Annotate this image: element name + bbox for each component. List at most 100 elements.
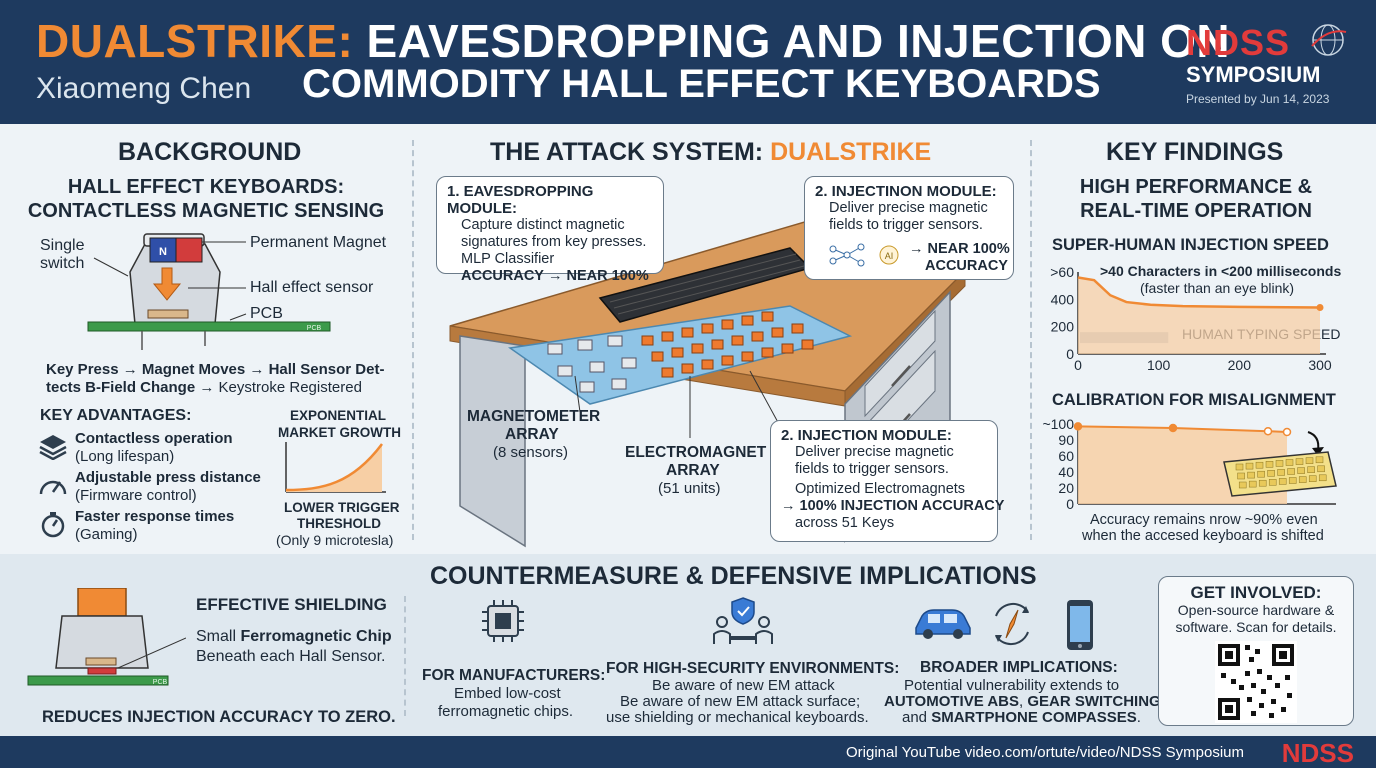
electromagnet-label-3: (51 units) [658, 480, 721, 497]
calibration-note-2: when the accesed keyboard is shifted [1082, 528, 1324, 544]
calib-y-tick: 20 [1058, 480, 1074, 496]
speed-x-tick: 0 [1074, 357, 1082, 373]
findings-sub-1: HIGH PERFORMANCE & [1079, 176, 1313, 198]
keyboard-key [1307, 466, 1315, 473]
shielded-switch-diagram: PCB [27, 588, 186, 686]
high-security-line-3: use shielding or mechanical keyboards. [606, 709, 869, 726]
trigger-label-1: LOWER TRIGGER [284, 500, 400, 515]
keyboard-key [1298, 476, 1307, 483]
pcb-tag: PCB [307, 325, 322, 332]
eavesdropping-line-2: signatures from key presses. [461, 234, 647, 250]
keyboard-key [1317, 465, 1325, 473]
keyboard-key [1288, 477, 1297, 484]
injection-top-line-2: fields to trigger sensors. [829, 217, 983, 233]
globe-network-icon [1311, 24, 1347, 56]
countermeasure-heading: COUNTERMEASURE & DEFENSIVE IMPLICATIONS [430, 562, 1037, 590]
magnetometer-label-3: (8 sensors) [493, 444, 569, 461]
speed-y-tick: 0 [1066, 346, 1074, 362]
keyboard-key [1275, 460, 1284, 467]
injection-line-2: fields to trigger sensors. [795, 461, 949, 477]
calib-line [1077, 425, 1288, 433]
keyboard-key [1318, 474, 1327, 482]
keyboard-key [1258, 479, 1267, 487]
trigger-label-2: THRESHOLD [297, 516, 381, 531]
keyboard-key [1287, 468, 1295, 475]
injection-top-callout: 2. INJECTINON MODULE: Deliver precise ma… [804, 176, 1014, 280]
keyboard-key [1255, 461, 1264, 469]
injection-line-4: → 100% INJECTION ACCURACY [781, 498, 1005, 514]
injection-line-3: Optimized Electromagnets [795, 481, 966, 497]
title-line-1-rest: EAVESDROPPING AND INJECTION ON [366, 15, 1231, 67]
advantage-3-detail: (Gaming) [75, 526, 138, 543]
label-switch: switch [40, 255, 85, 272]
keyboard-key [1257, 470, 1265, 478]
hall-switch-diagram: N PCB [87, 233, 331, 350]
findings-sub-2: REAL-TIME OPERATION [1080, 200, 1312, 222]
injection-line-1: Deliver precise magnetic [795, 444, 954, 460]
qr-code-icon[interactable] [1215, 641, 1297, 723]
injection-top-accuracy-2: ACCURACY [925, 258, 1008, 274]
logo-ndss-text: NDSS [1186, 22, 1291, 63]
manufacturers-line-1: Embed low-cost [454, 685, 561, 702]
background-subheading-2: CONTACTLESS MAGNETIC SENSING [27, 200, 385, 222]
speed-y-tick: 200 [1051, 319, 1075, 335]
speed-chart-title: SUPER-HUMAN INJECTION SPEED [1052, 236, 1329, 254]
injection-top-accuracy-1: → NEAR 100% [909, 241, 1010, 257]
speed-line [1077, 276, 1321, 309]
speed-annotation-2: (faster than an eye blink) [1140, 280, 1295, 296]
growth-label-1: EXPONENTIAL [290, 408, 387, 423]
calib-point [1282, 427, 1292, 437]
keyboard-key [1248, 480, 1257, 488]
flow-line-2: tects B-Field Change → Keystroke Registe… [46, 379, 362, 396]
electromagnet-label-2: ARRAY [666, 462, 720, 479]
calibration-note-1: Accuracy remains nrow ~90% even [1090, 512, 1318, 528]
keyboard-key [1308, 475, 1317, 482]
shield-pcb-tag: PCB [153, 679, 168, 686]
broader-line-3: and SMARTPHONE COMPASSES. [902, 709, 1141, 726]
chip-icon [482, 600, 524, 642]
label-permanent-magnet: Permanent Magnet [250, 234, 387, 251]
background-heading: BACKGROUND [118, 138, 302, 166]
findings-heading: KEY FINDINGS [1106, 138, 1284, 166]
speed-y-tick: 400 [1051, 291, 1075, 307]
shield-line-1: Small Ferromagnetic Chip [196, 628, 392, 645]
attack-heading: THE ATTACK SYSTEM: DUALSTRIKE [490, 138, 932, 166]
injection-title: 2. INJECTION MODULE: [781, 427, 952, 444]
divider-right [1030, 140, 1032, 540]
header-banner: DUALSTRIKE: EAVESDROPPING AND INJECTION … [0, 0, 1376, 124]
electromagnet-label-1: ELECTROMAGNET [625, 444, 767, 461]
advantage-2-title: Adjustable press distance [75, 469, 261, 486]
speed-annotation-1: >40 Characters in <200 milliseconds [1100, 263, 1342, 279]
injection-line-5: across 51 Keys [795, 515, 895, 531]
calib-y-tick: 60 [1058, 448, 1074, 464]
smartphone-icon [1067, 600, 1093, 650]
keyboard-key [1285, 459, 1294, 466]
high-security-title: FOR HIGH-SECURITY ENVIRONMENTS: [606, 660, 900, 677]
keyboard-key [1237, 472, 1245, 480]
shield-title: EFFECTIVE SHIELDING [196, 595, 387, 614]
layers-icon [39, 435, 67, 460]
background-subheading-1: HALL EFFECT KEYBOARDS: [67, 176, 345, 198]
magnet-n-label: N [159, 246, 167, 258]
get-involved-line-1: Open-source hardware & [1177, 602, 1335, 618]
broader-line-2: AUTOMOTIVE ABS, GEAR SWITCHING, [884, 693, 1165, 710]
advantage-3-title: Faster response times [75, 508, 235, 525]
eavesdropping-line-1: Capture distinct magnetic [461, 217, 625, 233]
shield-result: REDUCES INJECTION ACCURACY TO ZERO. [42, 708, 396, 726]
advantage-2-detail: (Firmware control) [75, 487, 197, 504]
injection-top-title: 2. INJECTINON MODULE: [815, 183, 997, 200]
footer-bar: Original YouTube video.com/ortute/video/… [0, 736, 1376, 768]
keyboard-key [1297, 467, 1305, 474]
speed-end-point [1316, 304, 1324, 312]
get-involved-title: GET INVOLVED: [1190, 583, 1322, 602]
calib-y-tick: 90 [1058, 432, 1074, 448]
divider-bottom [404, 596, 406, 716]
footer-source: Original YouTube video.com/ortute/video/… [846, 744, 1244, 761]
growth-label-2: MARKET GROWTH [278, 425, 401, 440]
gauge-icon [39, 480, 67, 495]
speed-x-tick: 300 [1308, 357, 1332, 373]
divider-left [412, 140, 414, 540]
get-involved-line-2: software. Scan for details. [1175, 619, 1337, 635]
injection-top-line-1: Deliver precise magnetic [829, 200, 988, 216]
